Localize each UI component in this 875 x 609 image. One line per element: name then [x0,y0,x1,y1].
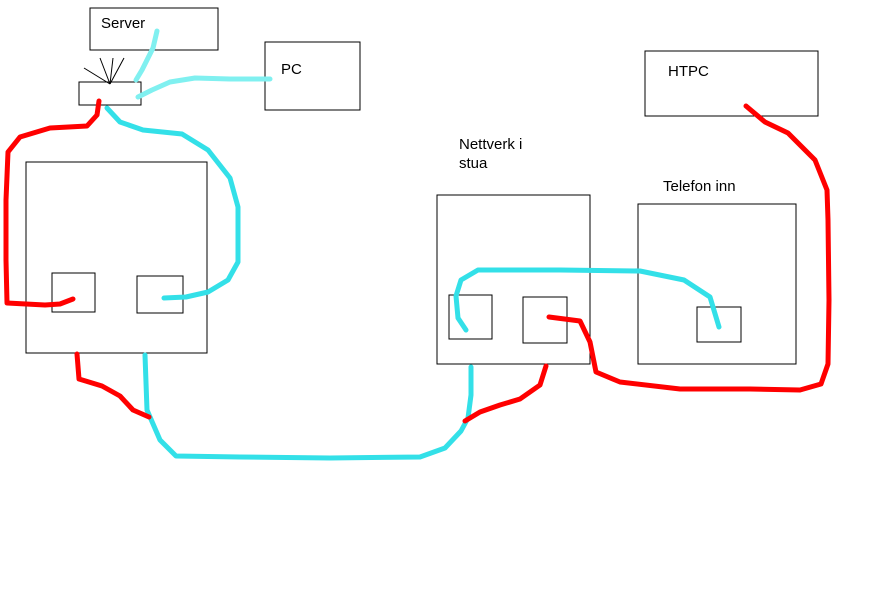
pc-box [264,41,361,111]
left-port-2 [136,275,184,314]
htpc-box [644,50,819,117]
left-to-living-room-red-cable [74,351,152,420]
living-room-to-phone-cable [453,267,722,333]
left-to-living-room-cable [142,352,474,461]
living-room-network-label-line2: stua [459,155,488,172]
living-room-to-htpc-red-cable [546,103,832,393]
phone-in-label: Telefon inn [663,178,736,195]
server-label: Server [101,15,145,32]
living-room-network-label-line1: Nettverk i [459,136,522,153]
router-left-port2-cable [104,105,241,301]
router-box [78,81,142,106]
living-room-red-cable [462,363,549,424]
server-router-cable [133,28,160,83]
left-network-box [25,161,208,354]
htpc-label: HTPC [668,63,709,80]
pc-router-cable [135,75,273,100]
antenna-icon [83,57,125,85]
pc-label: PC [281,61,302,78]
router-left-port1-cable [3,98,102,308]
